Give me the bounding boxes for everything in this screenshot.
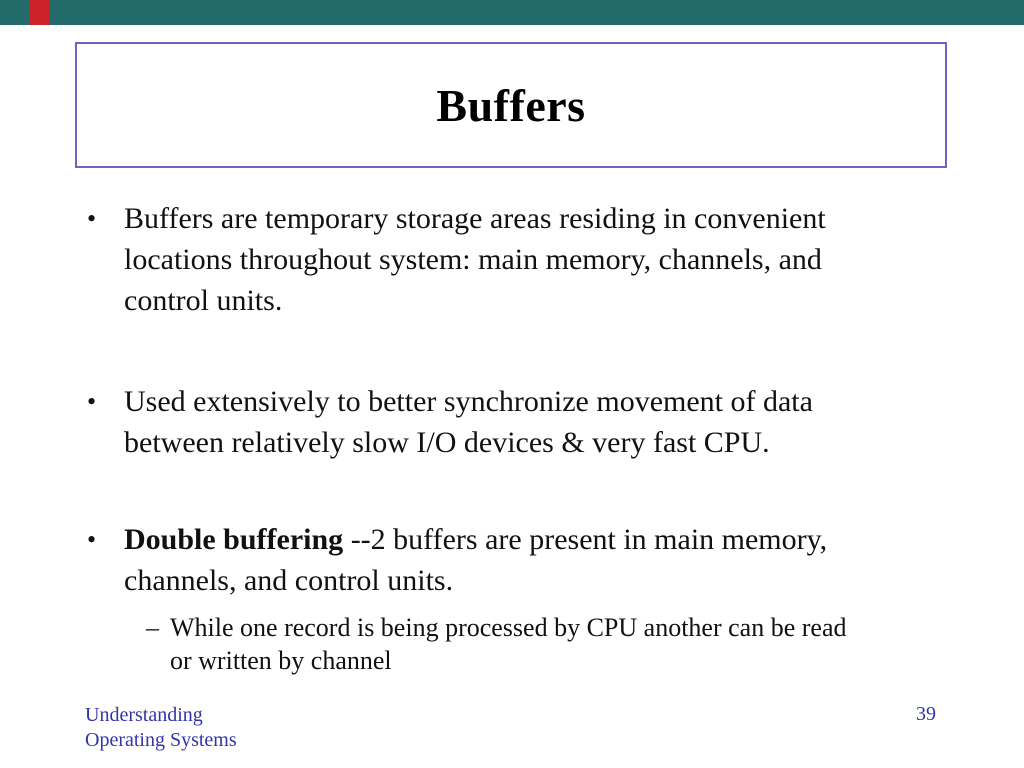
bullet-3-line-2: channels, and control units.	[124, 564, 454, 597]
bullet-icon: •	[87, 204, 97, 233]
sub-bullet-line-2: or written by channel	[170, 646, 392, 675]
bullet-2-text: Used extensively to better synchronize m…	[124, 381, 813, 463]
slide-title: Buffers	[436, 79, 586, 131]
bullet-1-line-3: control units.	[124, 284, 283, 317]
bullet-1-line-2: locations throughout system: main memory…	[124, 243, 822, 276]
bullet-icon: •	[87, 387, 97, 416]
page-number: 39	[916, 703, 936, 725]
footer-course-line-1: Understanding	[85, 704, 203, 726]
bullet-2-line-1: Used extensively to better synchronize m…	[124, 385, 813, 418]
sub-bullet-text: While one record is being processed by C…	[170, 611, 846, 677]
bullet-3-text: Double buffering --2 buffers are present…	[124, 519, 827, 601]
bullet-2-line-2: between relatively slow I/O devices & ve…	[124, 426, 770, 459]
footer-course-name: Understanding Operating Systems	[85, 703, 237, 753]
dash-icon: –	[146, 613, 159, 642]
footer-course-line-2: Operating Systems	[85, 729, 237, 751]
bullet-3-bold-lead: Double buffering	[124, 523, 344, 556]
bullet-icon: •	[87, 525, 97, 554]
bullet-1-text: Buffers are temporary storage areas resi…	[124, 198, 826, 321]
bullet-3-line-1: Double buffering --2 buffers are present…	[124, 519, 827, 560]
bullet-3-lead-rest: --2 buffers are present in main memory,	[343, 523, 828, 556]
sub-bullet-line-1: While one record is being processed by C…	[170, 613, 847, 642]
title-box: Buffers	[75, 42, 947, 168]
top-bar-red-accent	[30, 0, 49, 25]
top-bar	[0, 0, 1024, 25]
bullet-1-line-1: Buffers are temporary storage areas resi…	[124, 202, 826, 235]
